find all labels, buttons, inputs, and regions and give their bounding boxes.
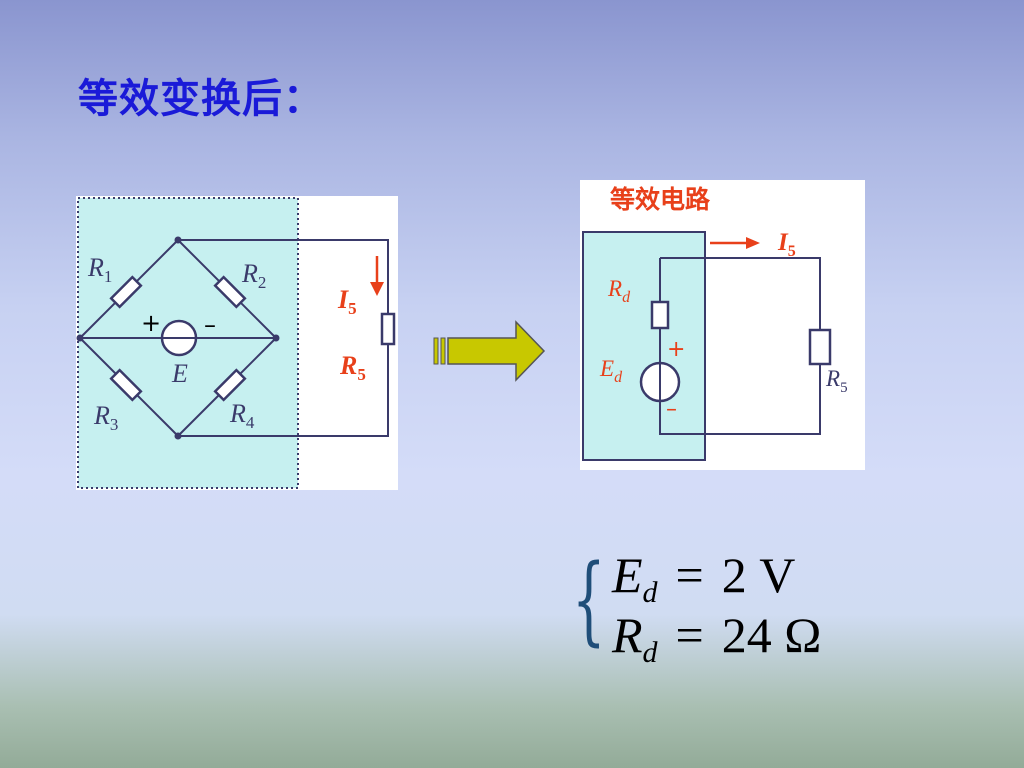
- label-minus: –: [666, 397, 677, 422]
- svg-text:R2: R2: [241, 259, 266, 292]
- label-i5-sub: 5: [348, 299, 357, 318]
- equivalent-circuit-diagram: 等效电路 I5 Rd Ed + – R5: [580, 180, 865, 470]
- label-r5: R: [339, 351, 357, 380]
- transform-arrow-icon: [433, 320, 546, 382]
- svg-text:I5: I5: [777, 229, 796, 260]
- slide-title: 等效变换后：: [78, 76, 324, 122]
- label-r3-sub: 3: [110, 415, 119, 434]
- bridge-circuit-diagram: R1 R2 R3 R4 E + – I5 R5: [76, 196, 398, 490]
- node-left: [76, 334, 84, 342]
- svg-text:R1: R1: [87, 253, 112, 286]
- equation-ed-var: E: [612, 547, 643, 603]
- equation-ed-sub: d: [642, 576, 658, 609]
- label-plus: +: [141, 309, 161, 337]
- node-bottom: [174, 432, 182, 440]
- label-ed-sub: d: [614, 369, 623, 386]
- label-r5-sub: 5: [357, 365, 366, 384]
- shaded-source-region: [582, 231, 706, 461]
- resistor-r3: [109, 368, 143, 402]
- resistor-r5: [380, 312, 396, 346]
- label-i5: I: [337, 285, 349, 314]
- current-arrowhead-i5: [746, 237, 760, 249]
- label-r4: R: [229, 399, 246, 428]
- equation-ed-unit: V: [759, 547, 796, 603]
- label-i5-sub: 5: [788, 243, 796, 260]
- equation-ed: Ed = 2 V: [612, 546, 795, 610]
- equation-ed-value: 2: [721, 547, 747, 603]
- node-right: [272, 334, 280, 342]
- label-r5-sub: 5: [840, 380, 848, 396]
- label-rd: R: [607, 276, 622, 301]
- svg-text:R4: R4: [229, 399, 255, 432]
- resistor-r4: [213, 368, 247, 402]
- equation-ed-equals: =: [675, 547, 704, 603]
- label-r2: R: [241, 259, 258, 288]
- svg-text:R5: R5: [339, 351, 366, 384]
- svg-text:R3: R3: [93, 401, 118, 434]
- label-r2-sub: 2: [258, 273, 267, 292]
- resistor-r1: [109, 275, 143, 309]
- label-i5: I: [777, 229, 789, 256]
- resistor-r2: [213, 275, 247, 309]
- label-e: E: [171, 359, 188, 388]
- label-ed: E: [599, 356, 614, 381]
- equivalent-circuit-header: 等效电路: [610, 185, 711, 214]
- svg-text:R5: R5: [825, 366, 848, 396]
- label-r1-sub: 1: [104, 267, 113, 286]
- svg-text:Ed: Ed: [599, 356, 623, 386]
- current-arrowhead-i5: [370, 282, 384, 296]
- label-rd-sub: d: [622, 289, 631, 306]
- node-top: [174, 236, 182, 244]
- label-r5: R: [825, 366, 840, 391]
- label-plus: +: [667, 337, 685, 362]
- resistor-r5: [808, 328, 832, 366]
- equation-rd-unit: Ω: [784, 607, 822, 663]
- equation-brace: {: [572, 544, 606, 656]
- label-r3: R: [93, 401, 110, 430]
- equation-rd-equals: =: [675, 607, 704, 663]
- label-r4-sub: 4: [246, 413, 255, 432]
- equation-rd-value: 24: [721, 607, 772, 663]
- svg-text:Rd: Rd: [607, 276, 631, 306]
- svg-text:I5: I5: [337, 285, 357, 318]
- equation-rd-sub: d: [642, 636, 658, 669]
- equation-rd: Rd = 24 Ω: [612, 606, 821, 670]
- label-minus: –: [204, 311, 216, 339]
- label-r1: R: [87, 253, 104, 282]
- equation-rd-var: R: [612, 607, 643, 663]
- resistor-rd: [650, 300, 670, 330]
